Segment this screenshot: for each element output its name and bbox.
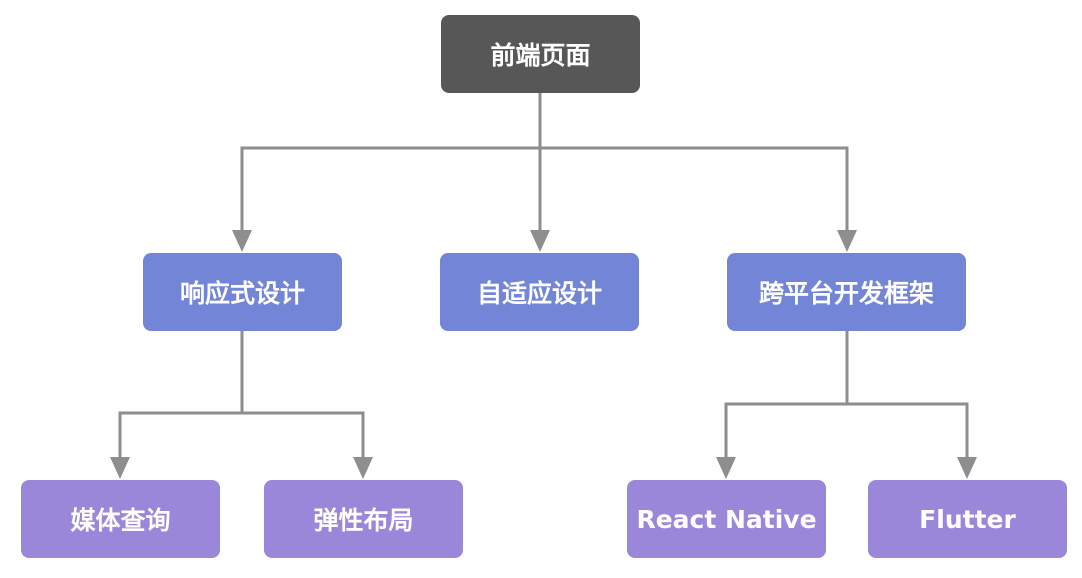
node-label: 响应式设计 xyxy=(179,279,305,308)
node-label: 自适应设计 xyxy=(476,279,602,308)
connector-cross-branch xyxy=(724,402,969,461)
node-label: React Native xyxy=(636,504,817,534)
arrow-to-adaptive xyxy=(530,230,550,252)
node-flex-layout: 弹性布局 xyxy=(264,480,463,558)
node-media-query: 媒体查询 xyxy=(21,480,220,558)
node-cross-platform-framework: 跨平台开发框架 xyxy=(727,253,966,331)
node-label: 弹性布局 xyxy=(313,506,414,535)
arrow-to-flutter xyxy=(957,457,977,479)
node-label: 前端页面 xyxy=(490,41,591,70)
node-flutter: Flutter xyxy=(868,480,1067,558)
arrow-to-flex-layout xyxy=(353,457,373,479)
node-react-native: React Native xyxy=(627,480,826,558)
node-adaptive-design: 自适应设计 xyxy=(440,253,639,331)
arrow-to-responsive xyxy=(232,230,252,252)
node-frontend-page: 前端页面 xyxy=(441,15,640,93)
arrow-to-react-native xyxy=(716,457,736,479)
arrow-to-media-query xyxy=(110,457,130,479)
node-responsive-design: 响应式设计 xyxy=(143,253,342,331)
node-label: Flutter xyxy=(919,504,1016,534)
arrow-to-cross-platform xyxy=(837,230,857,252)
connector-root-branch xyxy=(240,146,849,234)
node-label: 媒体查询 xyxy=(70,506,171,535)
connector-responsive-branch xyxy=(118,411,365,461)
node-label: 跨平台开发框架 xyxy=(758,279,934,308)
